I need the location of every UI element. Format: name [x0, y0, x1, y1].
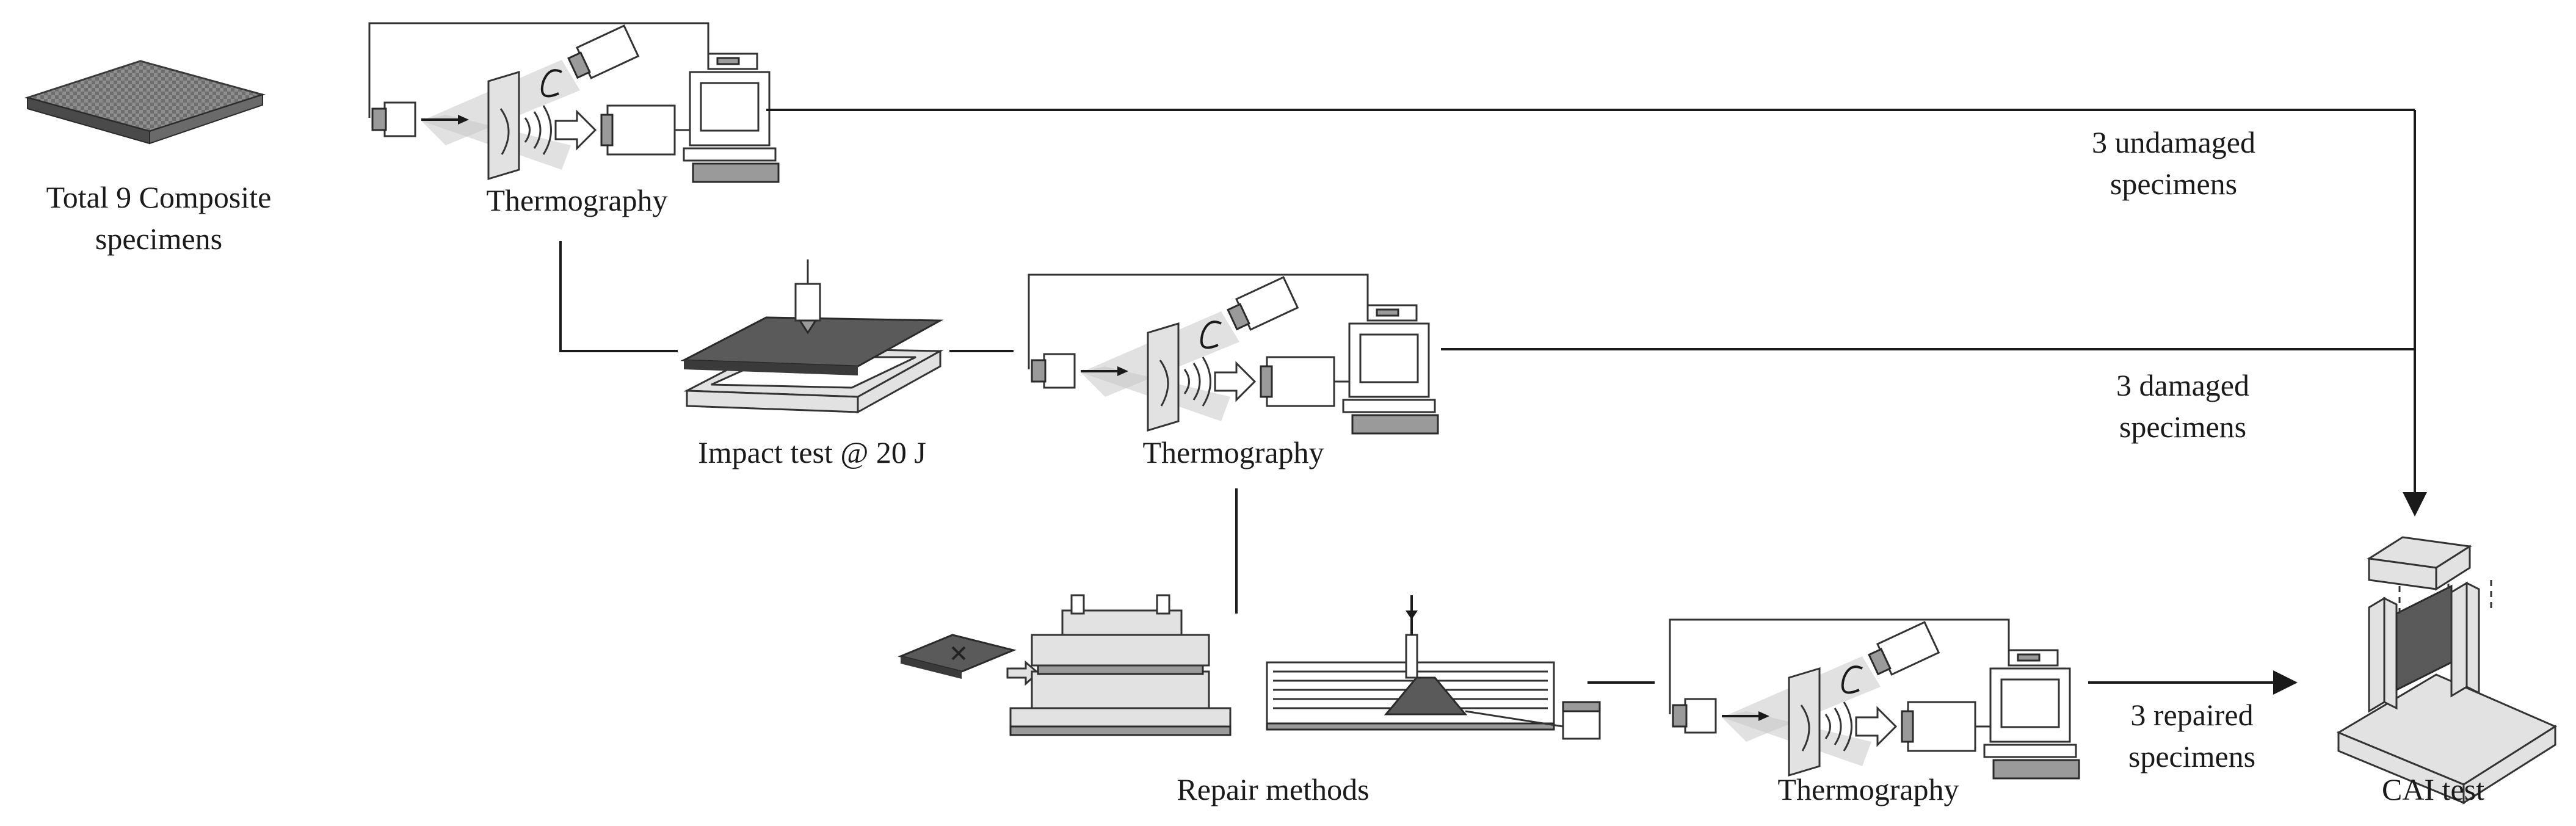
hot-press-icon: [1009, 594, 1232, 736]
specimens-label-line1: Total 9 Composite: [46, 180, 272, 214]
vacuum-bag-table-icon: [1266, 595, 1601, 740]
repaired-flow-label-line1: 3 repaired: [2130, 698, 2253, 732]
repaired-flow-label-line2: specimens: [2128, 739, 2255, 773]
specimens-label-line2: specimens: [95, 222, 222, 256]
thermography-setup-icon: [1669, 618, 2080, 780]
thermography-setup-icon: [368, 22, 780, 183]
thermography-label: Thermography: [486, 183, 667, 217]
thermography-setup-icon: [1028, 274, 1439, 435]
composite-plate-icon: [24, 60, 266, 145]
undamaged-flow-label-line1: 3 undamaged: [2092, 125, 2255, 159]
thermography-label: Thermography: [1142, 435, 1324, 469]
flow-connectors: [559, 109, 2427, 695]
impact-test-icon: [680, 259, 944, 414]
cai-fixture-icon: [2336, 536, 2558, 805]
impact-test-label: Impact test @ 20 J: [698, 435, 926, 469]
damaged-plate-icon: [898, 634, 1040, 686]
thermography-label: Thermography: [1777, 772, 1959, 806]
damaged-flow-label-line1: 3 damaged: [2116, 368, 2249, 402]
cai-test-label: CAI test: [2382, 772, 2484, 806]
undamaged-flow-label-line2: specimens: [2110, 167, 2237, 201]
damaged-flow-label-line2: specimens: [2119, 410, 2246, 444]
repair-methods-label: Repair methods: [1177, 772, 1369, 806]
